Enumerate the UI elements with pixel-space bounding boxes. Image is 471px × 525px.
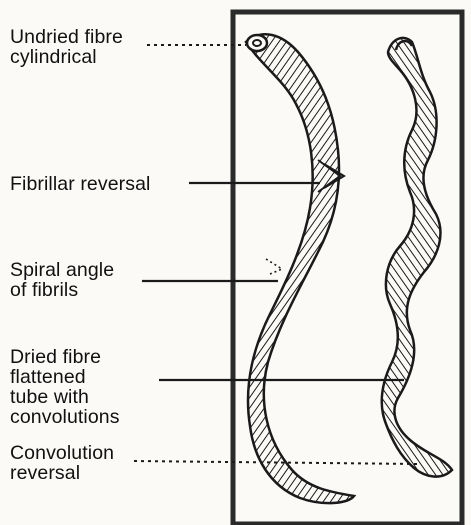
dried-fibre-shape — [382, 38, 452, 477]
spiral-angle-marker — [266, 259, 282, 274]
label-dried-fibre: Dried fibre flattened tube with convolut… — [10, 347, 120, 427]
label-convolution-reversal: Convolution reversal — [10, 443, 114, 483]
label-spiral-angle: Spiral angle of fibrils — [10, 260, 114, 300]
label-undried-fibre: Undried fibre cylindrical — [10, 27, 123, 67]
undried-fibre-shape — [246, 34, 354, 503]
label-fibrillar-reversal: Fibrillar reversal — [10, 174, 151, 194]
